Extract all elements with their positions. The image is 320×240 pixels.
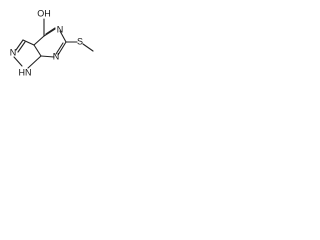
bond-s-methyl (82, 43, 94, 52)
atom-n-mid: N (53, 51, 60, 61)
atom-hn: HN (19, 67, 32, 77)
atom-s: S (77, 36, 83, 46)
bond-double-c4-n-top (45, 27, 56, 35)
bond-c4-n-top (43, 28, 56, 37)
bond-n-mid-c7a (40, 55, 55, 58)
atom-oh: OH (37, 8, 51, 18)
bond-c3a-c3 (22, 39, 35, 46)
bond-c3-n (15, 39, 24, 51)
bond-c2-n-mid (57, 41, 67, 56)
bond-hn-c7a (27, 55, 42, 69)
atom-n-top: N (57, 24, 64, 34)
bond-n-top-c2 (59, 30, 67, 43)
bond-double-c3-n (17, 41, 26, 53)
bond-c7a-c3a (33, 44, 42, 57)
molecule-canvas: OH N N N HN S (0, 0, 99, 92)
bond-n-hn (13, 56, 23, 67)
bond-double-c2-n-mid (55, 42, 64, 55)
molecule-structure: OH N N N HN S (10, 8, 94, 77)
atom-n-left: N (10, 47, 17, 57)
bond-c3a-c4 (33, 35, 45, 46)
